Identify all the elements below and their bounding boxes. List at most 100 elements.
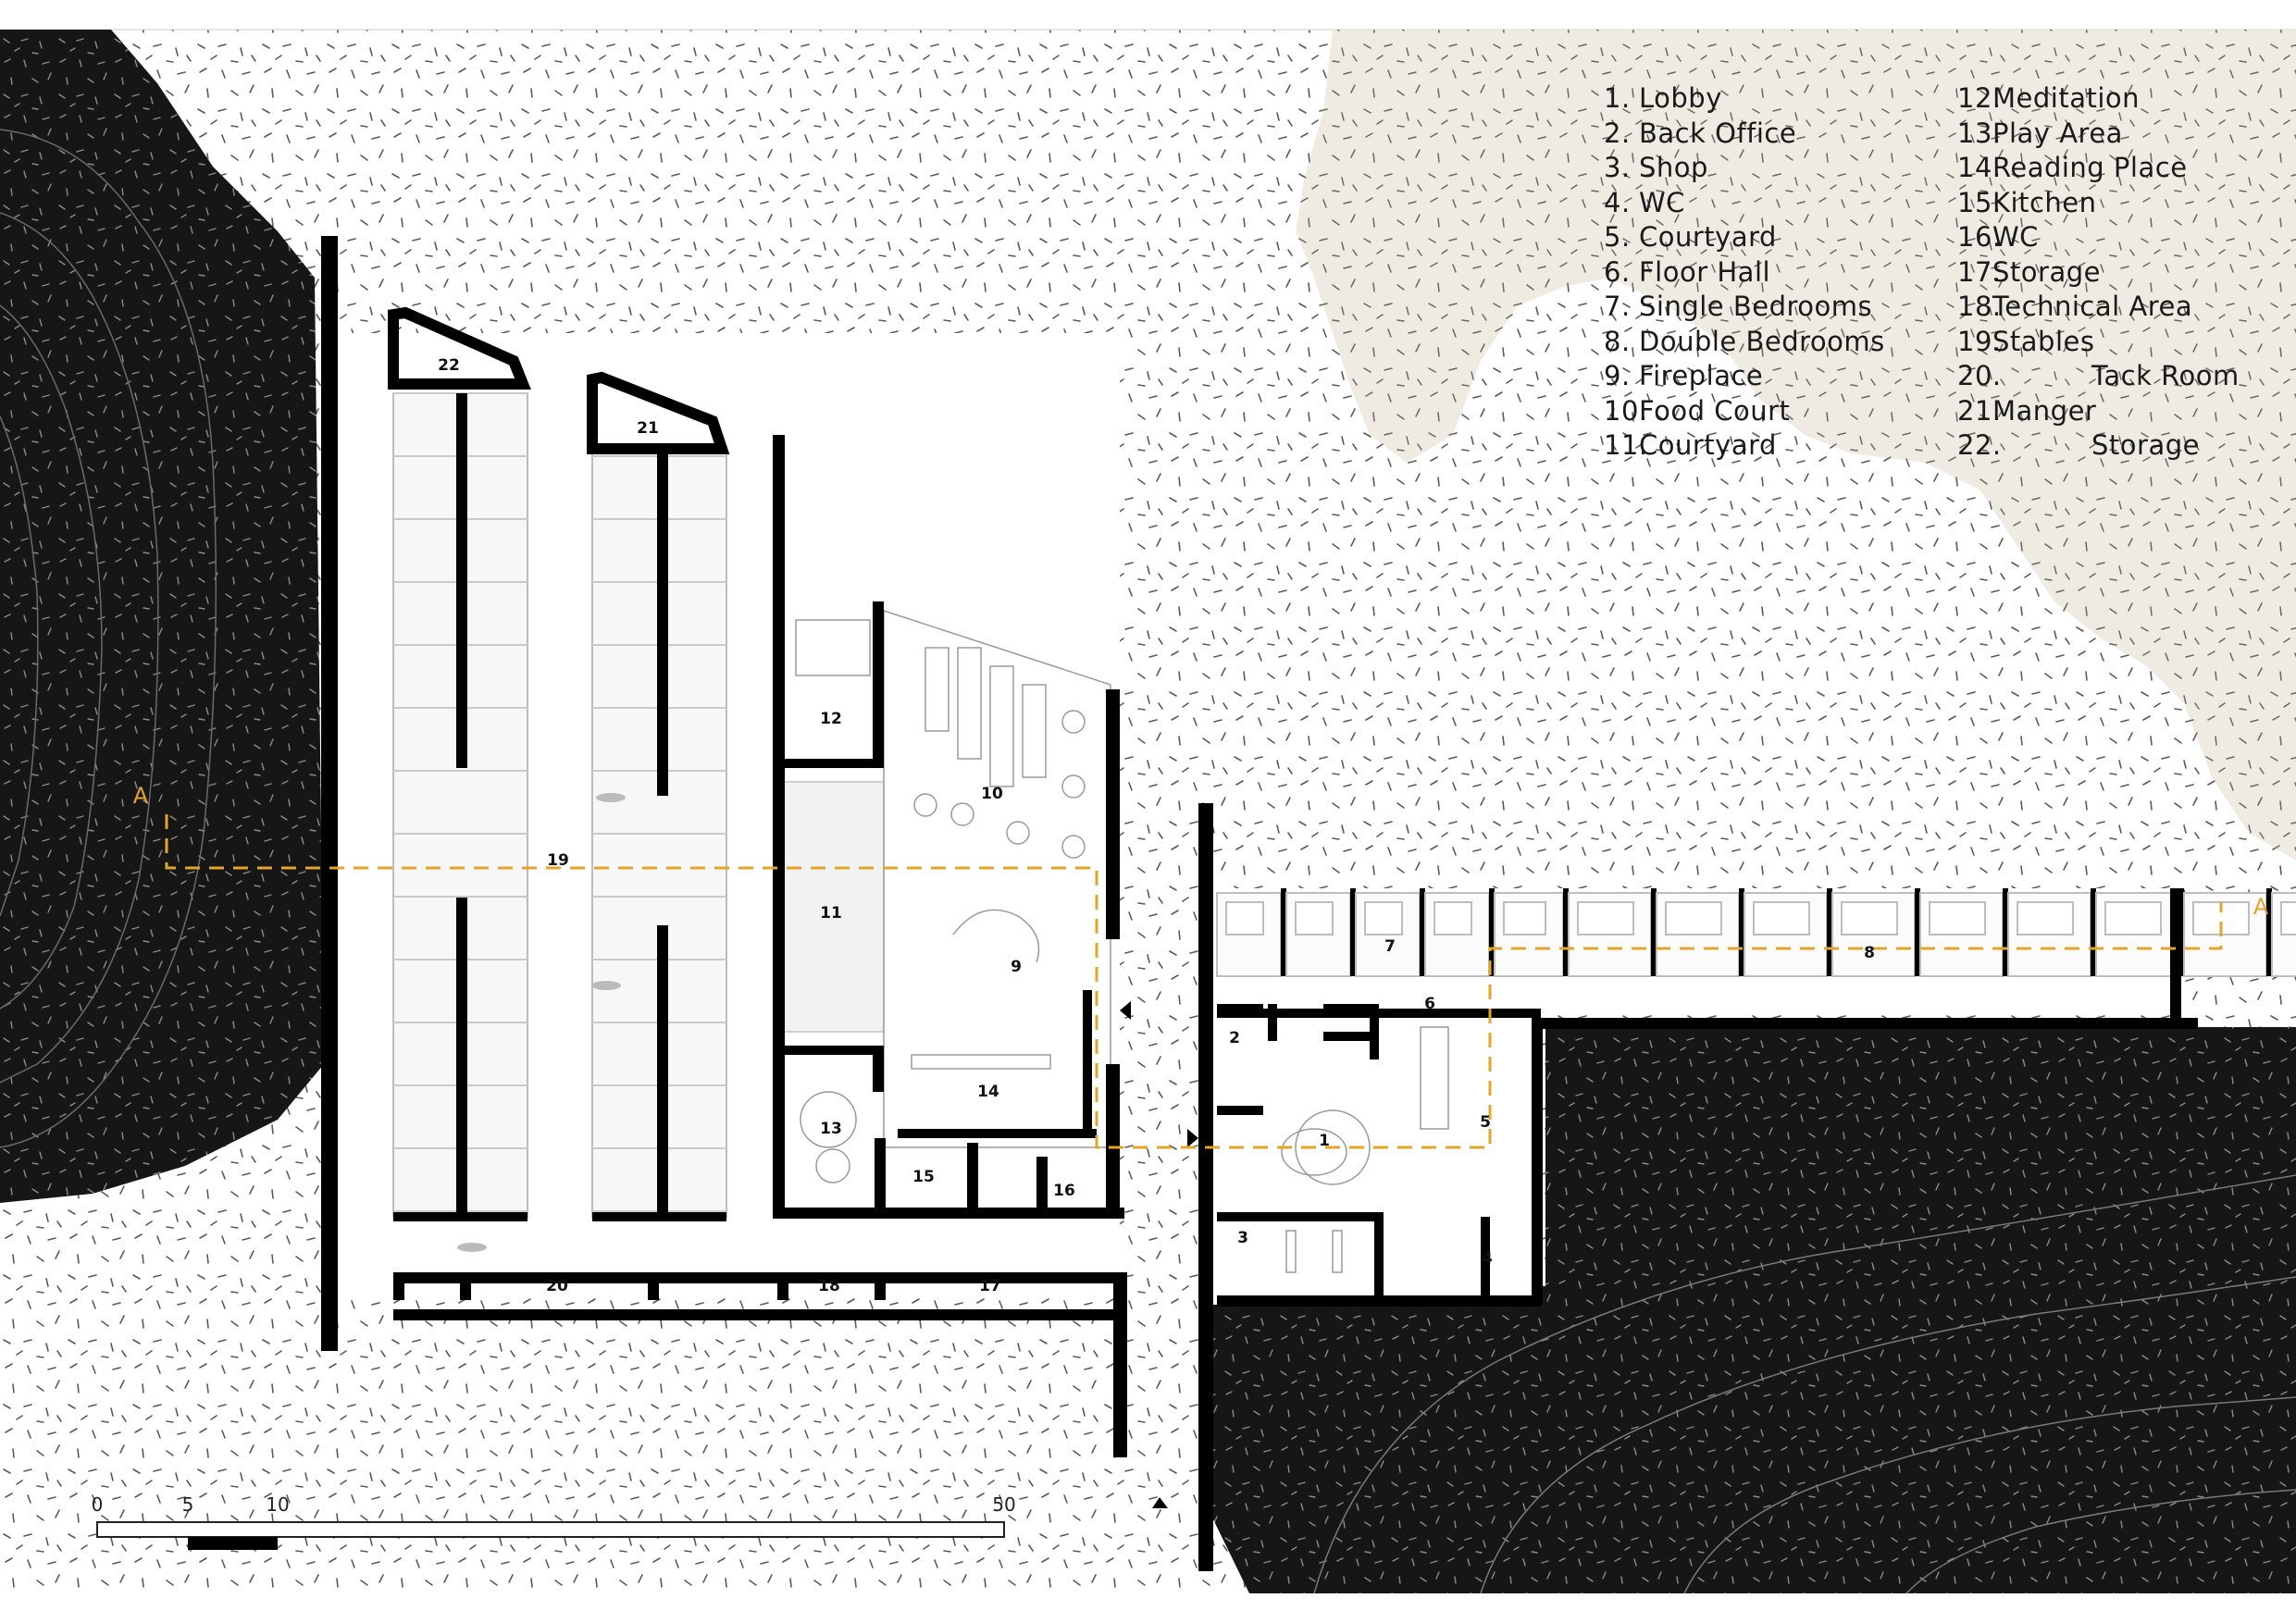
terrain-right [1212,1027,2296,1593]
legend-item-number: 17. [1957,255,2002,288]
scale-10: 10 [266,1493,289,1516]
entrance-arrow-right [1187,1129,1198,1147]
legend-item-number: 8. [1604,325,1631,357]
section-label-left: A [133,783,149,809]
room-8-label: 8 [1864,944,1875,962]
contours-left [0,129,217,1148]
legend-item-label: Courtyard [1639,429,1777,461]
legend-item-number: 4. [1604,186,1631,218]
bedroom-cells [1216,888,2296,977]
legend-item: 18.Technical Area [1957,290,2240,325]
sand-patch [1296,30,2296,861]
scale-50: 50 [992,1493,1015,1516]
legend-item-number: 11. [1604,429,1648,461]
legend-item: 19.Stables [1957,325,2240,360]
legend-item-number: 3. [1604,152,1631,183]
room-20-label: 20 [546,1277,568,1295]
legend-item-number: 18. [1957,291,2002,322]
scale-0: 0 [92,1493,104,1516]
scale-bar: 0 5 10 50 [92,1493,1016,1550]
room-6-label: 6 [1424,995,1435,1013]
room-3-label: 3 [1237,1229,1248,1247]
legend-item-number: 2. [1604,117,1631,149]
room-11-label: 11 [820,904,842,923]
legend-item-label: WC [1992,221,2039,253]
legend-item-number: 13. [1957,117,2002,149]
legend-item-label: Meditation [1992,82,2141,114]
room-17-label: 17 [979,1277,1001,1295]
storage-22-wall [388,306,531,390]
legend-item-label: Lobby [1639,82,1722,114]
room-7-label: 7 [1384,937,1396,956]
legend-item-number: 22. [1957,429,2002,461]
legend-item-label: Fireplace [1639,360,1764,391]
legend-item-number: 1. [1604,82,1631,114]
legend-item-label: Play Area [1992,117,2123,149]
legend-item-label: Storage [2091,429,2200,461]
legend-item: 7. Single Bedrooms [1604,290,1885,325]
room-14-label: 14 [977,1083,999,1101]
legend-item: 3.Shop [1604,151,1885,186]
legend-item: 14.Reading Place [1957,151,2240,186]
section-line [165,814,2223,1149]
legend-item-number: 14. [1957,152,2002,183]
legend-item-label: Reading Place [1992,152,2188,183]
legend-item-number: 19. [1957,325,2002,357]
legend-item: 4.WC [1604,186,1885,221]
room-13-label: 13 [820,1120,842,1138]
legend-item: 5.Courtyard [1604,220,1885,255]
legend-item: 10.Food Court [1604,394,1885,429]
legend-item: 9. Fireplace [1604,359,1885,394]
figures [457,793,626,1252]
legend-item: 15.Kitchen [1957,186,2240,221]
legend-item-label: Kitchen [1992,186,2097,218]
room-15-label: 15 [912,1168,935,1186]
legend-item-number: 16. [1957,221,2002,253]
legend-item-label: Back Office [1639,117,1797,149]
room-1-label: 1 [1319,1132,1330,1150]
terrain-left [0,30,324,1203]
legend-item-label: Single Bedrooms [1639,291,1873,322]
legend-item-label: Double Bedrooms [1639,325,1885,357]
legend-item: 2.Back Office [1604,117,1885,152]
legend-item: 20.Tack Room [1957,359,2240,394]
room-numbers: 1 2 3 4 5 6 7 8 9 10 11 12 13 14 15 16 1… [438,356,1875,1295]
legend-item-number: 15. [1957,186,2002,218]
legend-item-label: Stables [1992,325,2095,357]
legend-item: 22. Storage [1957,428,2240,464]
legend-item: 8.Double Bedrooms [1604,325,1885,360]
legend-item: 17.Storage [1957,255,2240,291]
room-5-label: 5 [1480,1113,1491,1132]
legend-item: 11.Courtyard [1604,428,1885,464]
legend-item-label: Courtyard [1639,221,1777,253]
contours-right [1313,1174,2296,1594]
manger-21-wall [587,371,730,454]
room-9-label: 9 [1011,958,1022,976]
scale-5: 5 [182,1493,194,1516]
legend-item-number: 9. [1604,360,1631,391]
legend-item-label: Technical Area [1992,291,2193,322]
room-21-label: 21 [637,419,659,438]
legend-item-number: 12. [1957,82,2002,114]
legend-item: 16.WC [1957,220,2240,255]
legend-item: 13.Play Area [1957,117,2240,152]
legend-item-label: Tack Room [2091,360,2240,391]
legend-item-label: Storage [1992,255,2101,288]
room-16-label: 16 [1053,1182,1075,1200]
legend-item: 12.Meditation [1957,81,2240,117]
legend-item-number: 21. [1957,394,2002,427]
legend-item-label: Food Court [1639,394,1791,427]
legend-item-number: 10. [1604,394,1648,427]
room-4-label: 4 [1482,1249,1493,1268]
legend-item-number: 7. [1604,291,1631,322]
entrance-arrow-left [1120,1001,1131,1020]
furniture [795,609,1449,1273]
legend-item-label: Floor Hall [1639,255,1771,288]
courtyard-11-area [781,781,885,1033]
legend-item-number: 6. [1604,255,1631,288]
legend-item-label: WC [1639,186,1685,218]
legend-item-number: 5. [1604,221,1631,253]
